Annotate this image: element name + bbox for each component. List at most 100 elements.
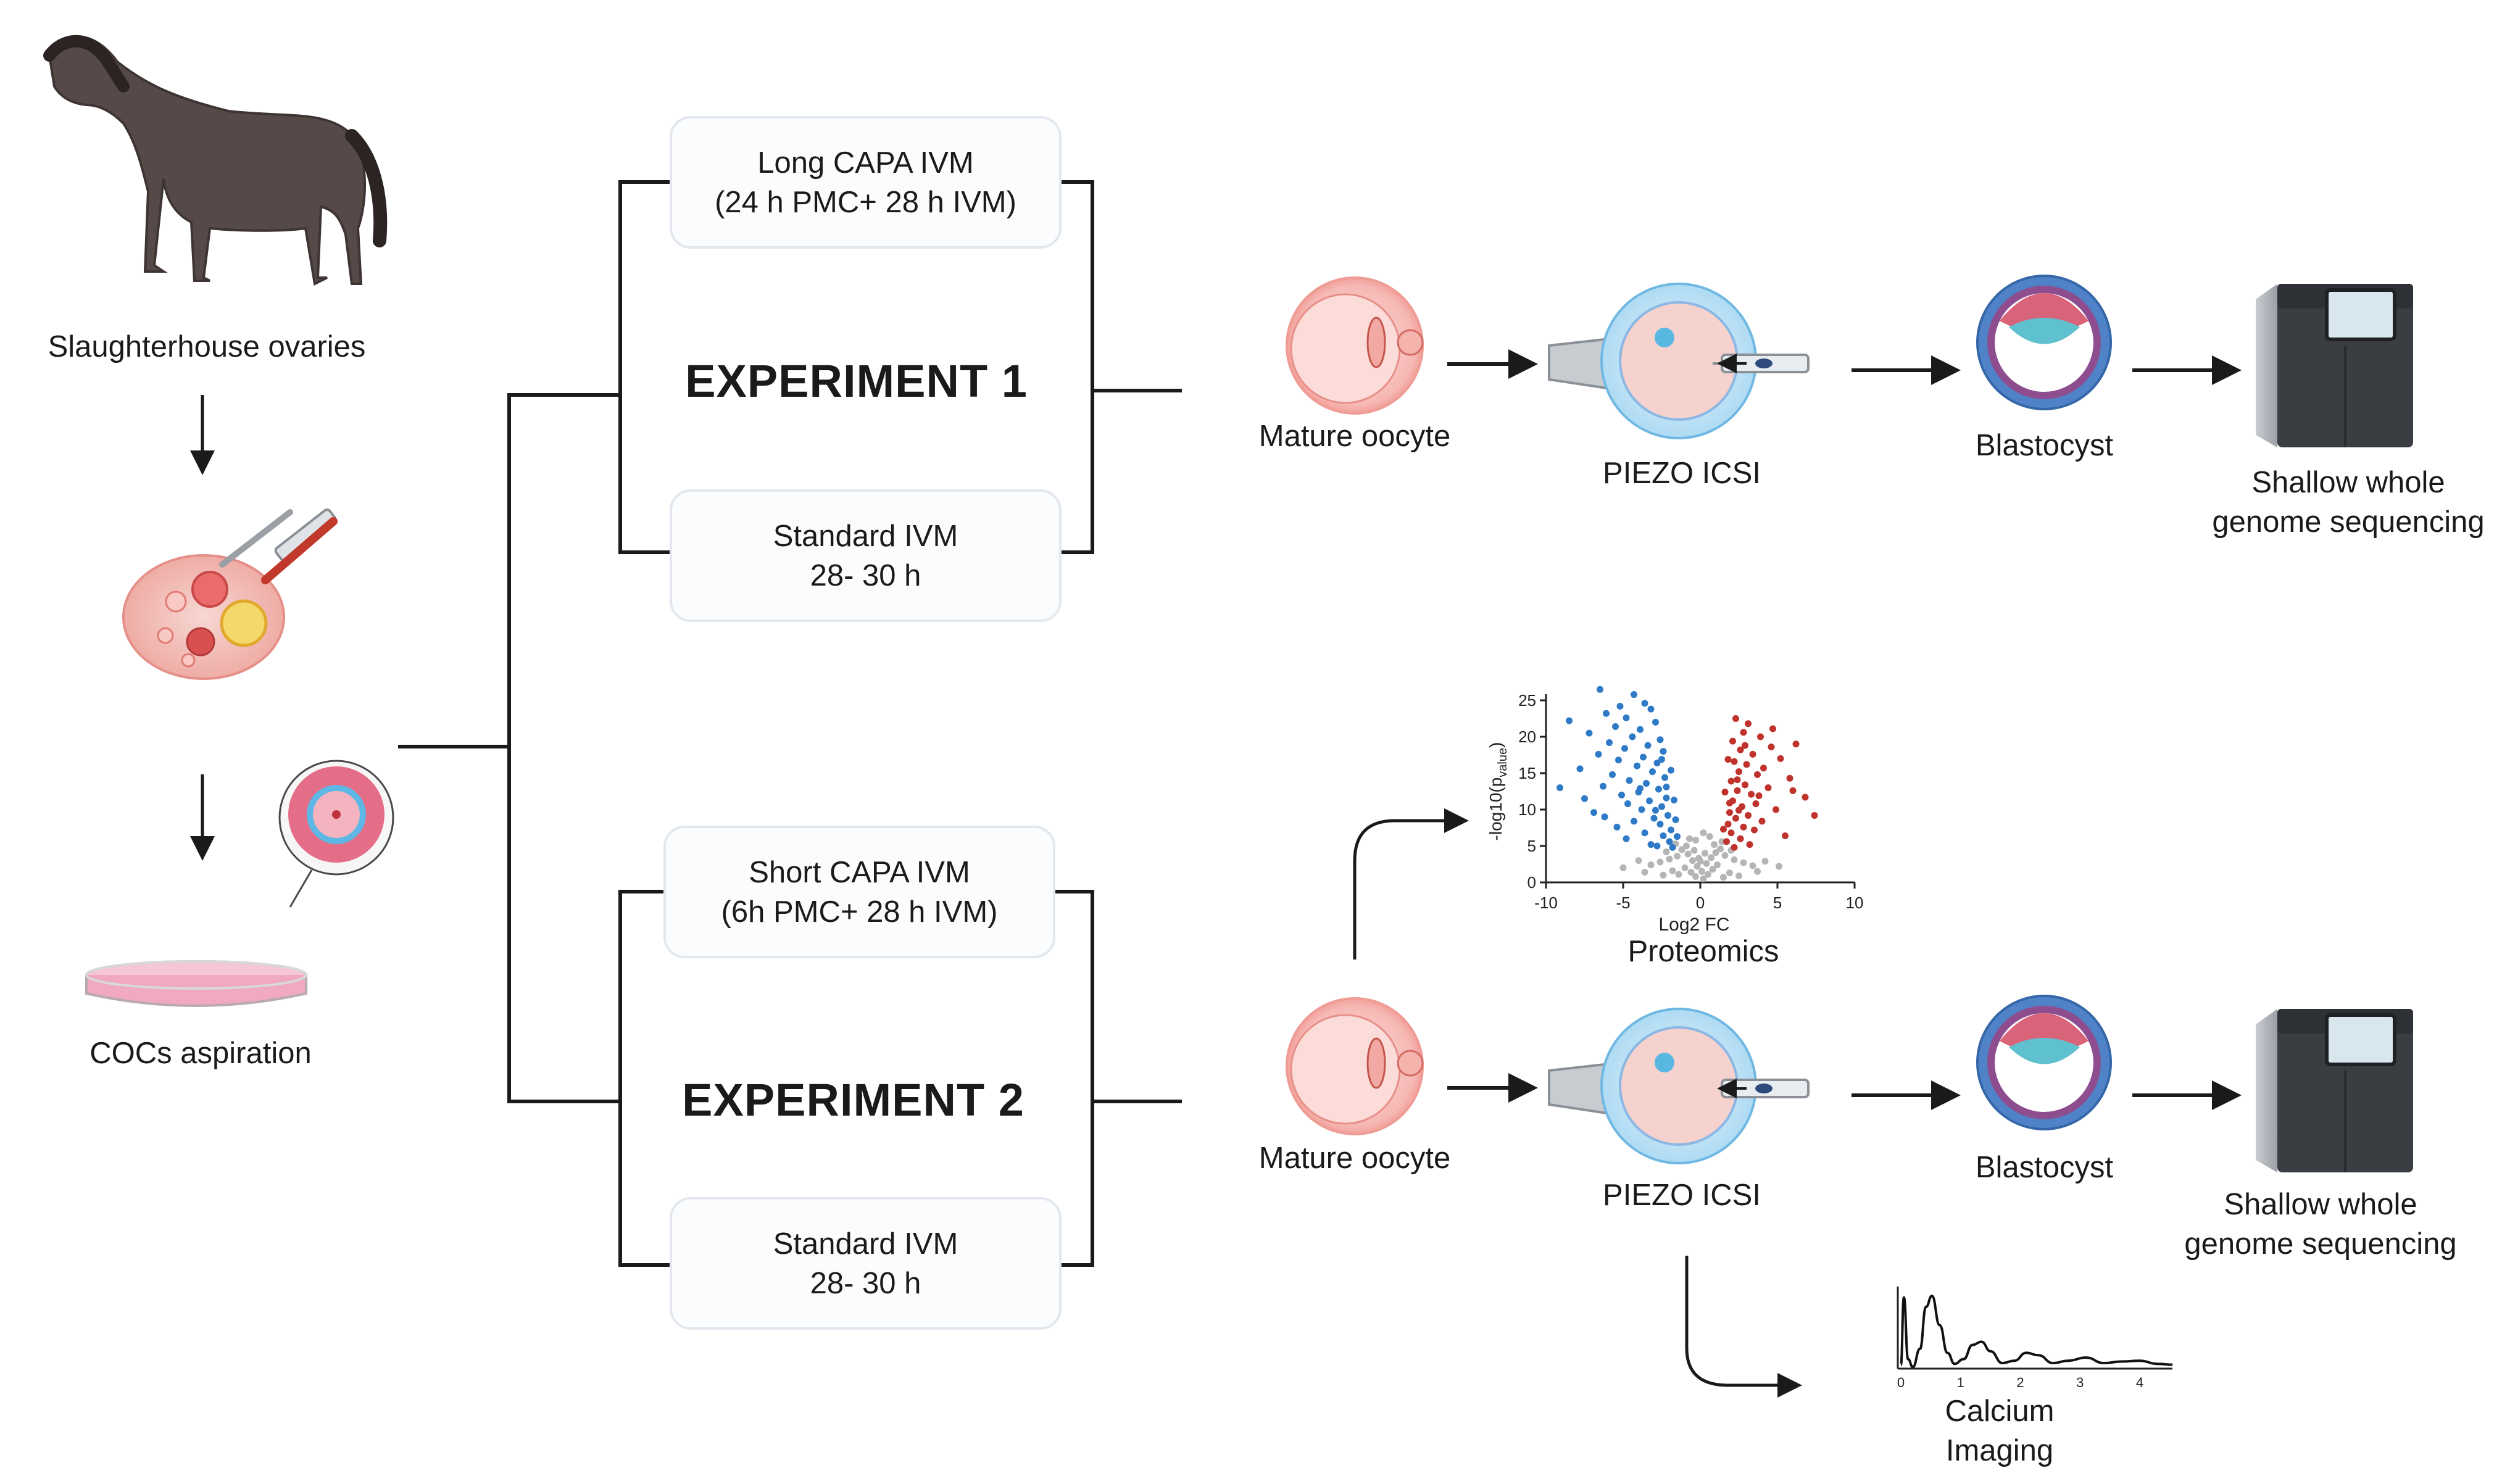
data-point [1647, 705, 1655, 713]
petri-dish-icon [85, 960, 307, 1007]
data-point [1623, 835, 1630, 842]
data-point [1597, 686, 1603, 693]
y-tick-label: 15 [1518, 764, 1536, 782]
data-point [1758, 818, 1766, 825]
data-point [1658, 803, 1665, 810]
data-point [1647, 861, 1655, 869]
data-point [1735, 872, 1742, 879]
data-point [1656, 858, 1664, 866]
data-point [1708, 854, 1714, 861]
data-point [1689, 857, 1696, 864]
data-point [1623, 714, 1630, 721]
data-point [1742, 742, 1748, 749]
data-point [1576, 765, 1584, 773]
data-point [1671, 797, 1677, 804]
data-point [1724, 821, 1732, 828]
data-point [1740, 859, 1747, 866]
data-point [1581, 795, 1588, 802]
syringe-icon [219, 508, 338, 584]
ovary-icon [122, 554, 285, 680]
data-point [1694, 863, 1701, 870]
data-point [1566, 717, 1573, 724]
data-point [1743, 761, 1750, 768]
data-point [1637, 785, 1644, 792]
y-tick-label: 10 [1518, 800, 1536, 819]
data-point [1641, 700, 1648, 707]
arrow-icsi-to-calcium [1685, 1256, 1802, 1398]
x-tick-label: 0 [1696, 893, 1705, 912]
data-point [1644, 742, 1652, 749]
ovaries-label: Slaughterhouse ovaries [48, 330, 366, 363]
data-point [1811, 811, 1818, 819]
data-point [1714, 861, 1721, 869]
data-point [1621, 745, 1628, 752]
data-point [1792, 740, 1800, 748]
data-point [1615, 757, 1622, 764]
data-point [1723, 838, 1730, 845]
data-point [1782, 832, 1789, 839]
oocyte-icon [1286, 276, 1424, 415]
data-point [1692, 873, 1699, 881]
data-point [1634, 762, 1640, 769]
data-point [1754, 868, 1761, 875]
data-point [1768, 744, 1775, 751]
data-point [1773, 806, 1779, 813]
data-point [1729, 737, 1736, 745]
x-tick-label: 10 [1846, 893, 1864, 912]
calcium-trace-line [1900, 1295, 2173, 1369]
data-point [1777, 755, 1784, 762]
y-tick-label: 0 [1527, 873, 1536, 892]
data-point [1703, 860, 1710, 867]
data-point [1653, 759, 1661, 766]
data-point [1749, 750, 1756, 758]
data-point [1660, 871, 1667, 879]
data-point [1751, 826, 1758, 834]
x-tick-label: 2 [2016, 1375, 2024, 1390]
data-point [1740, 823, 1747, 831]
data-point [1586, 729, 1593, 737]
data-point [1635, 857, 1642, 864]
mature-oocyte-label: Mature oocyte [1258, 1142, 1451, 1175]
standard-ivm-box-1: Standard IVM 28- 30 h [670, 489, 1062, 622]
data-point [1740, 729, 1747, 736]
data-point [1661, 774, 1668, 781]
data-point [1727, 829, 1735, 837]
data-point [1674, 853, 1681, 860]
data-point [1732, 815, 1739, 822]
data-point [1683, 842, 1690, 850]
blastocyst-label: Blastocyst [1975, 1151, 2114, 1184]
horse-icon [43, 35, 388, 286]
data-point [1616, 702, 1624, 710]
long-capa-ivm-box: Long CAPA IVM (24 h PMC+ 28 h IVM) [670, 116, 1062, 249]
blastocyst-icon [1976, 275, 2112, 410]
data-point [1748, 790, 1755, 798]
data-point [1678, 846, 1685, 853]
x-tick-label: -5 [1616, 893, 1630, 912]
data-point [1640, 753, 1647, 761]
data-point [1631, 691, 1637, 698]
data-point [1717, 845, 1724, 853]
data-point [1646, 797, 1653, 805]
data-point [1666, 838, 1673, 845]
data-point [1745, 720, 1752, 727]
data-point [1684, 850, 1692, 858]
experiment-2-title: EXPERIMENT 2 [682, 1074, 1024, 1125]
data-point [1724, 756, 1732, 763]
y-tick-label: 25 [1518, 691, 1536, 710]
coc-icon [278, 760, 394, 908]
data-point [1754, 771, 1761, 778]
data-point [1749, 862, 1756, 869]
data-point [1665, 811, 1671, 819]
data-point [1643, 780, 1650, 787]
data-point [1731, 844, 1738, 851]
data-point [1709, 866, 1716, 873]
data-point [1637, 726, 1644, 733]
x-tick-label: 3 [2076, 1375, 2084, 1390]
piezo-icsi-label: PIEZO ICSI [1603, 1179, 1761, 1212]
data-point [1726, 799, 1733, 806]
data-point [1556, 784, 1563, 792]
data-point [1631, 818, 1637, 825]
sequencer-icon [2256, 1009, 2413, 1172]
piezo-icsi-icon [1548, 283, 1810, 439]
